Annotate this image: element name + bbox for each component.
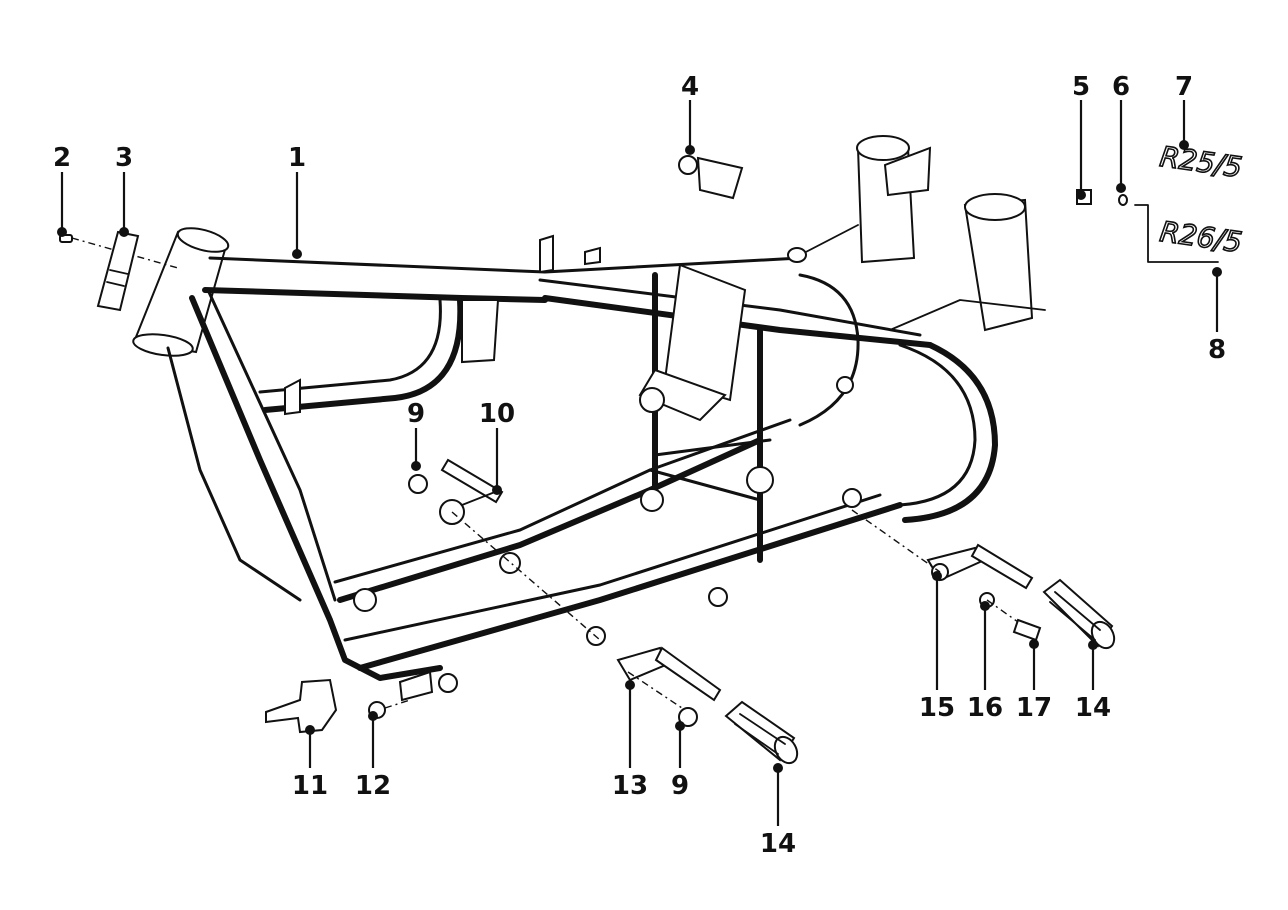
engine-mount-lug-2 bbox=[640, 488, 664, 512]
callout-3: 3 bbox=[115, 143, 133, 173]
callout-14-right: 14 bbox=[1075, 693, 1111, 723]
cross-member bbox=[648, 438, 772, 502]
bottom-rail-right-upper bbox=[343, 493, 882, 642]
engine-mount-lug-3 bbox=[746, 466, 774, 494]
callout-labels: 1 2 3 4 5 6 7 8 9 10 11 12 13 9 14 15 16… bbox=[53, 72, 1226, 859]
rear-loop-right bbox=[898, 343, 977, 507]
bottom-lug bbox=[708, 587, 728, 607]
front-mount-lug bbox=[353, 588, 377, 612]
shock-tower-left-bracket bbox=[883, 146, 932, 197]
callout-11: 11 bbox=[292, 771, 328, 801]
tank-loop-lower bbox=[262, 297, 464, 413]
engine-mount-lug-1 bbox=[639, 387, 665, 413]
callout-8: 8 bbox=[1208, 335, 1226, 365]
center-bracket bbox=[461, 299, 500, 364]
part-nut-9-upper bbox=[408, 474, 428, 494]
motorcycle-frame bbox=[132, 135, 1046, 702]
battery-tray bbox=[638, 368, 727, 422]
bottom-rail-left-lower bbox=[337, 437, 763, 603]
rear-upper-tube-lower bbox=[542, 295, 933, 348]
rear-mount-lug bbox=[836, 376, 854, 394]
top-tab-2 bbox=[584, 246, 601, 266]
callout-6: 6 bbox=[1112, 72, 1130, 102]
top-tube-upper bbox=[208, 256, 802, 274]
callout-1: 1 bbox=[288, 143, 306, 173]
top-tube-lower bbox=[202, 287, 548, 303]
steering-head-bottom bbox=[132, 333, 194, 357]
tank-loop-upper bbox=[258, 298, 442, 394]
part-clip-4 bbox=[678, 155, 744, 200]
badge-upper: R25/5 bbox=[1158, 140, 1244, 184]
part-bolt-17 bbox=[986, 599, 1042, 642]
callout-16: 16 bbox=[967, 693, 1003, 723]
callout-2: 2 bbox=[53, 143, 71, 173]
bottom-rail-right bbox=[357, 502, 903, 671]
gusset-plate bbox=[663, 263, 747, 402]
callout-14-lower: 14 bbox=[760, 829, 796, 859]
tank-tab bbox=[284, 378, 301, 416]
callout-13: 13 bbox=[612, 771, 648, 801]
part-washer-6 bbox=[1118, 194, 1128, 206]
part-nut-9-lower bbox=[678, 707, 698, 727]
steering-head-top bbox=[176, 227, 230, 253]
callout-17: 17 bbox=[1016, 693, 1052, 723]
part-footrest-lever-13 bbox=[616, 646, 722, 713]
callout-12: 12 bbox=[355, 771, 391, 801]
badge-lower: R26/5 bbox=[1158, 215, 1244, 259]
rear-loop-right-outer bbox=[902, 342, 998, 523]
lower-mount-lug bbox=[499, 552, 521, 574]
callout-10: 10 bbox=[479, 399, 515, 429]
part-footrest-rubber-14-lower bbox=[724, 700, 799, 765]
part-footrest-lever-15 bbox=[851, 509, 1034, 590]
bottom-rail-left bbox=[333, 418, 792, 584]
shock-tower-struts bbox=[799, 224, 1046, 331]
stand-lug bbox=[438, 673, 458, 693]
part-badges-7-8: R25/5 R26/5 bbox=[1134, 139, 1245, 263]
callout-leaders bbox=[57, 100, 1222, 826]
top-tab-1 bbox=[539, 234, 554, 274]
top-tube-end-cap bbox=[787, 247, 807, 263]
part-bracket-11 bbox=[265, 678, 338, 734]
shock-tower-right-top bbox=[964, 193, 1026, 221]
callout-9-lower: 9 bbox=[671, 771, 689, 801]
callout-4: 4 bbox=[681, 72, 699, 102]
footrest-lug-right bbox=[842, 488, 862, 508]
shock-tower-left-top bbox=[856, 135, 910, 161]
front-down-tube-inner bbox=[206, 288, 337, 602]
front-down-tube-right bbox=[189, 295, 443, 681]
part-footrest-bar-10 bbox=[439, 458, 601, 641]
callout-7: 7 bbox=[1175, 72, 1193, 102]
part-plate-3 bbox=[96, 230, 140, 312]
part-footrest-rubber-14-right bbox=[1042, 578, 1116, 650]
callout-5: 5 bbox=[1072, 72, 1090, 102]
front-down-tube-left bbox=[166, 346, 302, 602]
rear-loop-left bbox=[798, 273, 860, 427]
callout-9-upper: 9 bbox=[407, 399, 425, 429]
rear-upper-tube bbox=[538, 278, 922, 337]
side-stand-tab bbox=[398, 670, 434, 702]
callout-15: 15 bbox=[919, 693, 955, 723]
